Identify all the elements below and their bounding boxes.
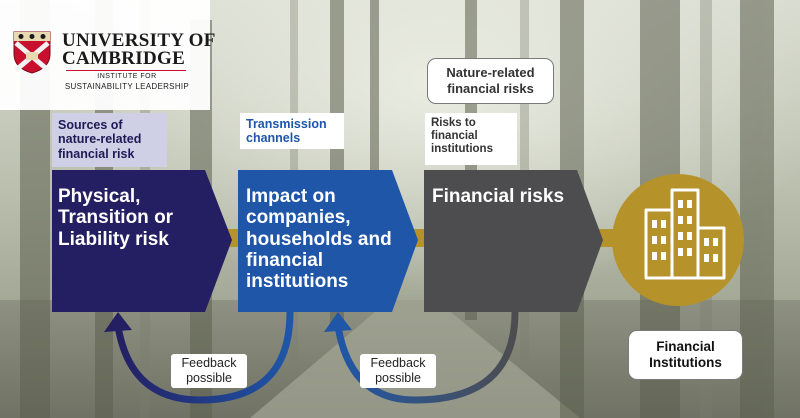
- feedback-arrowhead-1: [104, 312, 132, 332]
- university-name-line2: CAMBRIDGE: [62, 48, 186, 69]
- institute-line1: INSTITUTE FOR: [97, 73, 157, 80]
- feedback-arrowhead-2: [324, 312, 352, 332]
- buildings-icon: [644, 188, 726, 280]
- arrow-physical-transition-liability: [52, 170, 232, 312]
- arrow-text-impact: Impact on companies, households and fina…: [246, 186, 392, 293]
- financial-institutions-box: Financial Institutions: [628, 330, 743, 380]
- transmission-channels-label: Transmission channels: [240, 113, 344, 149]
- university-crest-icon: [13, 31, 51, 74]
- logo-panel: UNIVERSITY OF CAMBRIDGE INSTITUTE FOR SU…: [0, 0, 215, 110]
- institute-line2: SUSTAINABILITY LEADERSHIP: [64, 82, 190, 91]
- logo-divider: [66, 70, 186, 71]
- arrow-impact-on-companies: [238, 170, 418, 312]
- university-name-line1: UNIVERSITY OF: [62, 30, 216, 51]
- risks-to-institutions-label: Risks to financial institutions: [425, 113, 517, 165]
- feedback-label-2: Feedback possible: [360, 354, 436, 388]
- nature-related-financial-risks-box: Nature-related financial risks: [427, 58, 554, 104]
- feedback-arc-1: [114, 311, 294, 404]
- arrow-financial-risks: [424, 170, 603, 312]
- feedback-arc-2: [334, 311, 519, 404]
- feedback-label-1: Feedback possible: [171, 354, 247, 388]
- arrow-text-physical: Physical, Transition or Liability risk: [58, 186, 174, 250]
- arrow-text-financial-risks: Financial risks: [432, 186, 565, 207]
- sources-label: Sources of nature-related financial risk: [52, 113, 167, 167]
